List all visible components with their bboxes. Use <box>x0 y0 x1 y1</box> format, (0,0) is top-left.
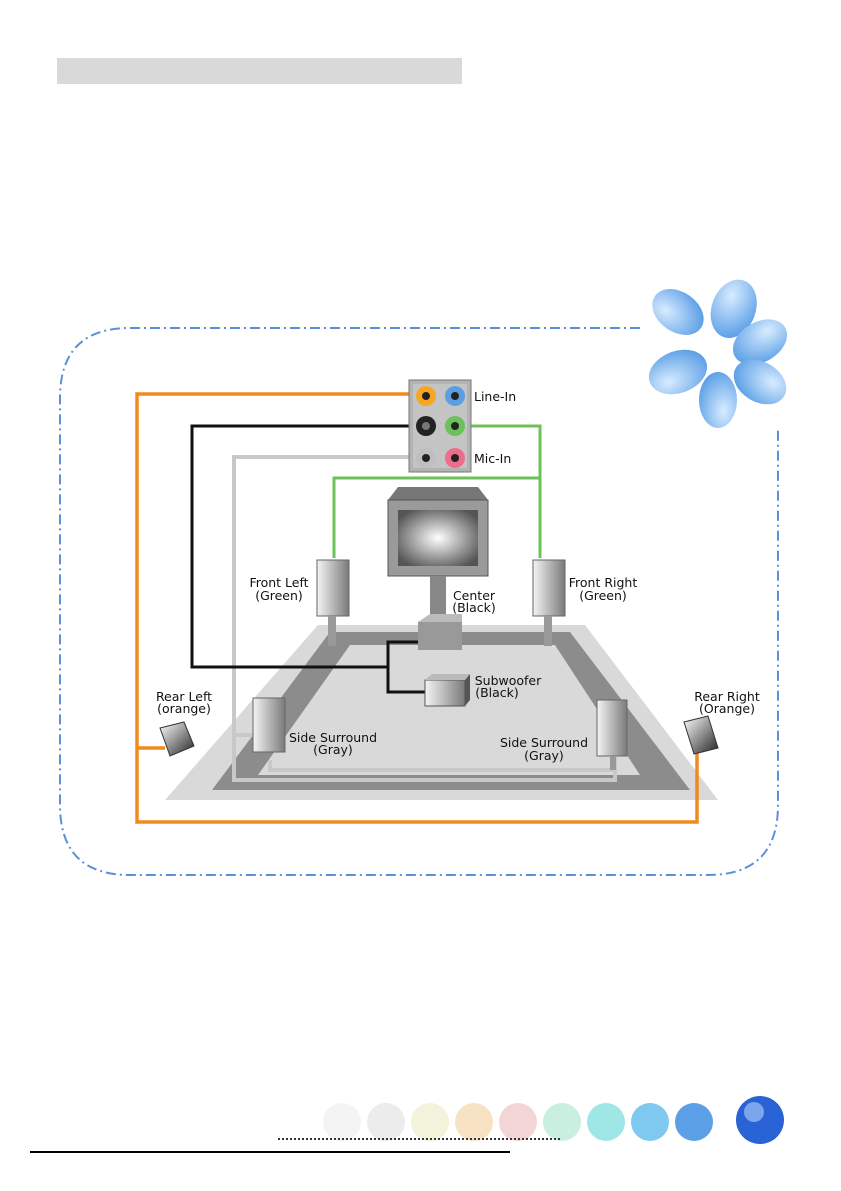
jack-pink <box>445 448 465 468</box>
label-side-surround-left-color: (Gray) <box>313 742 353 757</box>
label-subwoofer-color: (Black) <box>475 685 519 700</box>
subwoofer-icon <box>425 674 470 706</box>
label-center-color: (Black) <box>452 600 496 615</box>
side-surround-left-speaker-icon <box>253 698 285 752</box>
blue-petal-flower-icon <box>643 273 795 428</box>
label-front-right-color: (Green) <box>579 588 627 603</box>
footer-dotted-rule <box>278 1138 560 1140</box>
label-rear-left-color: (orange) <box>157 701 211 716</box>
rear-right-speaker-icon <box>684 716 718 754</box>
jack-gray <box>416 448 436 468</box>
jack-blue <box>445 386 465 406</box>
label-rear-right-color: (Orange) <box>699 701 755 716</box>
footer-rule <box>30 1151 510 1153</box>
audio-jack-panel <box>409 380 471 472</box>
jack-green <box>445 416 465 436</box>
footer-gradient-circles <box>323 1096 784 1144</box>
rear-left-speaker-icon <box>160 722 194 756</box>
label-front-left-color: (Green) <box>255 588 303 603</box>
jack-black <box>416 416 436 436</box>
label-mic-in: Mic-In <box>474 451 511 466</box>
label-line-in: Line-In <box>474 389 516 404</box>
jack-orange <box>416 386 436 406</box>
label-side-surround-right-color: (Gray) <box>524 748 564 763</box>
